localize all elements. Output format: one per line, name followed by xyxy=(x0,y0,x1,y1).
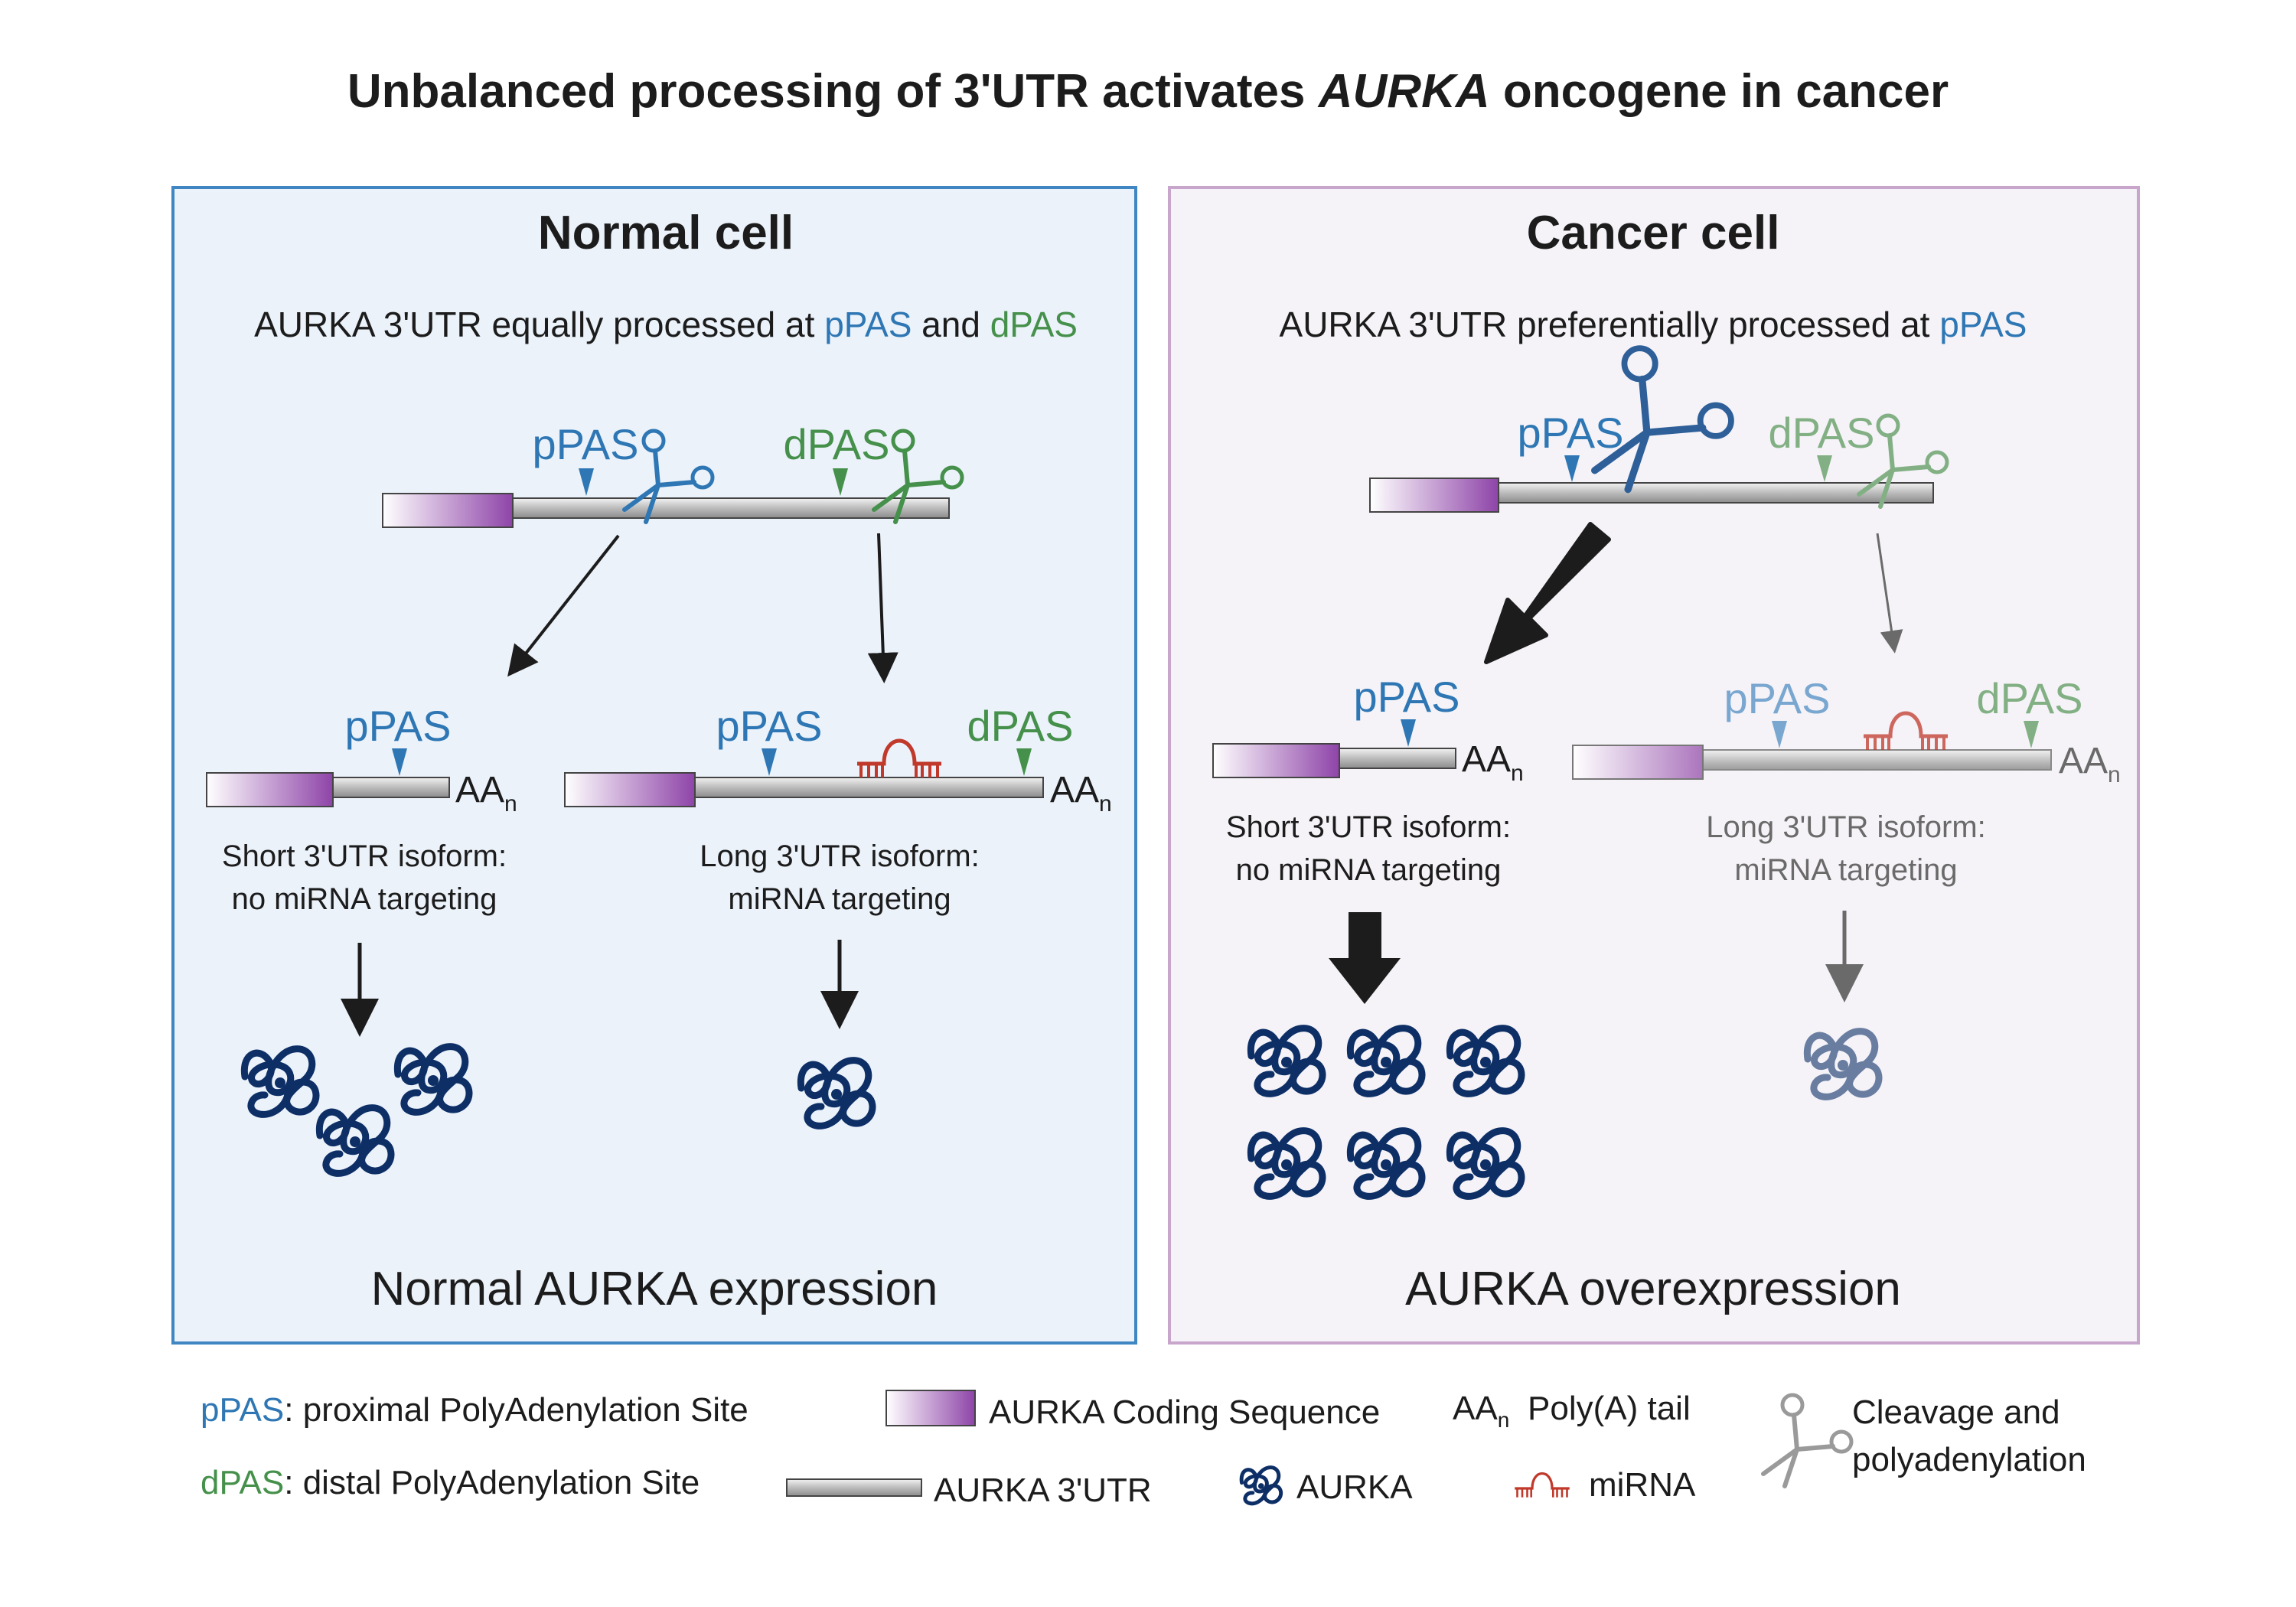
legend-ppas: pPAS: proximal PolyAdenylation Site xyxy=(201,1391,748,1429)
cancer-subtitle: AURKA 3'UTR preferentially processed at … xyxy=(1280,305,2027,344)
cancer-cell-panel: Cancer cell AURKA 3'UTR preferentially p… xyxy=(1168,186,2140,1345)
short-isoform-line2: no miRNA targeting xyxy=(232,882,497,916)
long-isoform-line2: miRNA targeting xyxy=(728,882,951,916)
ppas-label: pPAS xyxy=(344,702,451,750)
cancer-long-isoform: pPAS dPAS AAn Long 3'UTR isoform: miRNA … xyxy=(1572,674,2121,887)
ppas-label: pPAS xyxy=(532,420,638,468)
dpas-marker xyxy=(833,468,848,496)
coding-sequence-bar xyxy=(1572,745,1704,780)
ppas-marker xyxy=(1772,721,1787,748)
legend-dpas: dPAS: distal PolyAdenylation Site xyxy=(201,1464,700,1501)
coding-sequence-bar xyxy=(206,772,334,807)
polya-tail-label: AAn xyxy=(2059,741,2121,787)
coding-sequence-bar xyxy=(1212,743,1340,778)
normal-short-isoform: pPAS AAn Short 3'UTR isoform: no miRNA t… xyxy=(206,702,517,916)
ppas-label: pPAS xyxy=(716,702,822,750)
ppas-marker xyxy=(579,468,594,496)
legend-utr-label: AURKA 3'UTR xyxy=(934,1472,1152,1509)
dpas-marker xyxy=(1016,748,1032,776)
dpas-label: dPAS xyxy=(1976,674,2082,722)
legend: pPAS: proximal PolyAdenylation Site dPAS… xyxy=(201,1390,2086,1509)
dpas-label: dPAS xyxy=(967,702,1073,750)
ppas-label: pPAS xyxy=(1353,673,1459,721)
protein-icon xyxy=(1241,1468,1281,1504)
arrow-icon xyxy=(1484,522,1611,664)
dpas-marker xyxy=(1817,455,1832,482)
short-isoform-line2: no miRNA targeting xyxy=(1236,853,1502,887)
utr-bar xyxy=(1339,748,1456,769)
dpas-label: dPAS xyxy=(1768,409,1874,457)
legend-utr-swatch xyxy=(786,1478,922,1497)
ppas-label: pPAS xyxy=(1724,674,1830,722)
cancer-short-isoform: pPAS AAn Short 3'UTR isoform: no miRNA t… xyxy=(1212,673,1524,887)
short-isoform-line1: Short 3'UTR isoform: xyxy=(1226,810,1511,844)
long-isoform-line2: miRNA targeting xyxy=(1734,853,1957,887)
cancer-panel-title: Cancer cell xyxy=(1527,207,1780,259)
polya-tail-label: AAn xyxy=(1462,739,1524,786)
normal-cell-panel: Normal cell AURKA 3'UTR equally processe… xyxy=(171,186,1137,1345)
normal-subtitle: AURKA 3'UTR equally processed at pPAS an… xyxy=(254,305,1078,344)
legend-coding-swatch xyxy=(885,1390,976,1426)
normal-outcome: Normal AURKA expression xyxy=(371,1263,938,1315)
legend-aan: AAn xyxy=(1453,1390,1509,1432)
legend-coding-label: AURKA Coding Sequence xyxy=(989,1393,1380,1431)
ppas-marker xyxy=(1564,455,1580,482)
long-isoform-line1: Long 3'UTR isoform: xyxy=(700,839,980,873)
legend-cleave-line1: Cleavage and xyxy=(1852,1393,2060,1431)
utr-bar xyxy=(694,777,1044,798)
ppas-marker xyxy=(762,748,777,776)
cancer-pre-mrna: pPAS dPAS xyxy=(1369,348,1947,513)
arrow-icon xyxy=(867,533,899,683)
scissors-icon xyxy=(1763,1395,1851,1486)
coding-sequence-bar xyxy=(382,493,514,528)
normal-panel-title: Normal cell xyxy=(538,207,794,259)
cancer-outcome: AURKA overexpression xyxy=(1405,1263,1901,1315)
long-isoform-line1: Long 3'UTR isoform: xyxy=(1706,810,1986,844)
short-isoform-line1: Short 3'UTR isoform: xyxy=(222,839,507,873)
arrow-icon xyxy=(1876,533,1903,654)
legend-polya-label: Poly(A) tail xyxy=(1528,1390,1691,1427)
legend-mirna-label: miRNA xyxy=(1589,1466,1696,1504)
polya-tail-label: AAn xyxy=(1050,770,1112,817)
utr-bar xyxy=(332,777,450,798)
figure-title: Unbalanced processing of 3'UTR activates… xyxy=(347,65,1949,118)
ppas-marker xyxy=(392,748,407,776)
coding-sequence-bar xyxy=(1369,478,1499,513)
utr-bar xyxy=(1702,749,2052,771)
ppas-label: pPAS xyxy=(1517,409,1623,457)
normal-panel-box xyxy=(171,186,1137,1345)
dpas-marker xyxy=(2024,721,2039,748)
legend-cleave-line2: polyadenylation xyxy=(1852,1441,2086,1478)
polya-tail-label: AAn xyxy=(455,770,517,817)
normal-long-isoform: pPAS dPAS AAn Long 3'UTR isoform: miRNA … xyxy=(564,702,1112,916)
normal-pre-mrna: pPAS dPAS xyxy=(382,420,962,528)
mirna-icon xyxy=(1513,1472,1571,1499)
coding-sequence-bar xyxy=(564,772,696,807)
ppas-marker xyxy=(1401,719,1416,747)
arrow-icon xyxy=(507,534,620,677)
dpas-label: dPAS xyxy=(783,420,889,468)
legend-protein-label: AURKA xyxy=(1296,1468,1413,1506)
arrow-icon xyxy=(1329,912,1401,1004)
